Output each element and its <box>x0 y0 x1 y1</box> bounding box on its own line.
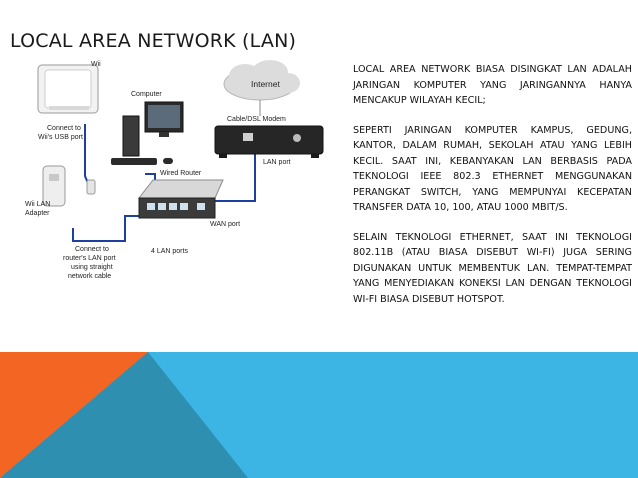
label-four-lan-ports: 4 LAN ports <box>151 248 188 255</box>
label-lan-port: LAN port <box>263 159 291 166</box>
svg-text:Connect to router's LA: Connect to router's LAN port using strai… <box>63 246 118 280</box>
label-modem: Cable/DSL Modem <box>227 116 286 123</box>
modem-icon <box>214 125 324 158</box>
label-wii: Wii <box>91 61 101 68</box>
cable-wii-usb <box>84 124 91 189</box>
svg-text:Wii LAN Adapter: Wii LAN Adapter <box>25 201 52 217</box>
svg-text:Connect to Wii's USB p: Connect to Wii's USB port <box>38 125 83 141</box>
label-wii-lan-adapter-1: Wii LAN <box>25 201 50 208</box>
internet-cloud-icon <box>223 60 300 101</box>
label-internet: Internet <box>251 79 280 89</box>
label-connect-router-3: using straight <box>71 264 113 271</box>
paragraph-1: LOCAL AREA NETWORK BIASA DISINGKAT LAN A… <box>353 64 632 106</box>
body-text: LOCAL AREA NETWORK BIASA DISINGKAT LAN A… <box>353 62 632 321</box>
bottom-shapes <box>0 352 638 478</box>
lan-diagram-svg: Wii Connect to Wii's USB port Computer <box>25 60 324 280</box>
wii-lan-adapter-icon <box>42 165 96 207</box>
lan-diagram: Wii Connect to Wii's USB port Computer <box>5 56 345 288</box>
wii-console-icon <box>37 64 99 114</box>
cable-router-wii <box>72 215 175 242</box>
label-connect-router-1: Connect to <box>75 246 109 253</box>
label-wan-port: WAN port <box>210 221 240 228</box>
slide-title: LOCAL AREA NETWORK (LAN) <box>10 30 297 52</box>
wired-router-icon <box>137 179 224 219</box>
label-wired-router: Wired Router <box>160 170 202 177</box>
label-wii-lan-adapter-2: Adapter <box>25 210 50 217</box>
label-connect-router-4: network cable <box>68 273 111 280</box>
teal-triangle <box>0 352 248 478</box>
bottom-decoration <box>0 352 638 478</box>
paragraph-3: SELAIN TEKNOLOGI ETHERNET, SAAT INI TEKN… <box>353 231 632 305</box>
label-connect-router-2: router's LAN port <box>63 255 116 262</box>
label-connect-usb-1: Connect to <box>47 125 81 132</box>
label-computer: Computer <box>131 91 162 98</box>
cable-modem-router <box>210 142 256 202</box>
label-connect-usb-2: Wii's USB port <box>38 134 83 141</box>
computer-icon <box>111 101 184 165</box>
paragraph-2: SEPERTI JARINGAN KOMPUTER KAMPUS, GEDUNG… <box>353 124 632 214</box>
